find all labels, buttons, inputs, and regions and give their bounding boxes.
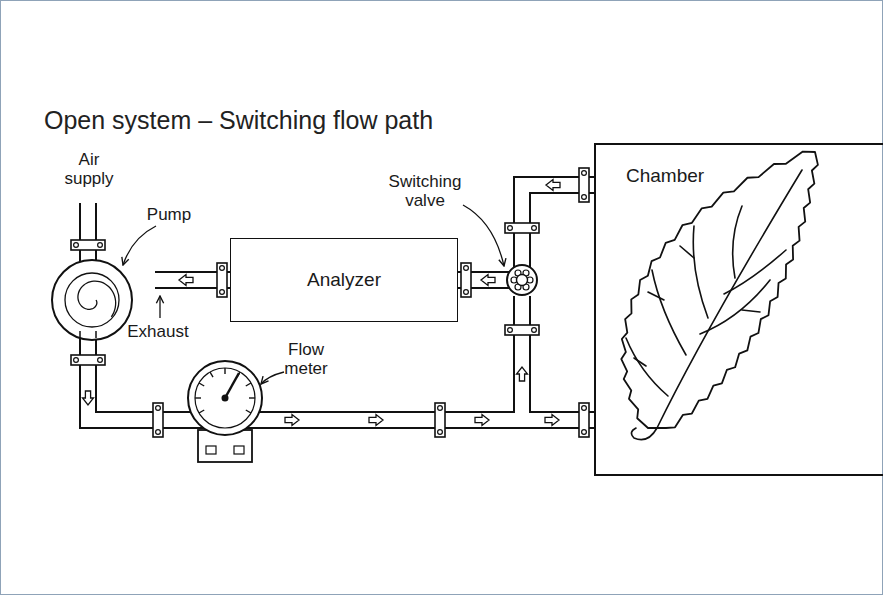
meter-tick xyxy=(249,397,255,398)
pipe-connector xyxy=(458,185,594,286)
node-label: Chamber xyxy=(626,165,883,187)
pipe-outline xyxy=(88,203,594,420)
leaf-vein xyxy=(626,338,668,396)
chamber-box: Chamber xyxy=(594,143,883,476)
flange xyxy=(505,223,539,233)
meter-tick xyxy=(246,410,251,413)
part-label: Pump xyxy=(147,205,191,224)
pump-rotor xyxy=(65,273,119,327)
meter-tick xyxy=(199,410,204,413)
leaf xyxy=(621,152,818,440)
flow-arrow xyxy=(369,415,383,426)
branch-pipe xyxy=(515,294,529,420)
flange xyxy=(461,263,471,297)
flanges xyxy=(71,168,589,437)
meter-tick xyxy=(210,372,213,377)
part-label: Flow meter xyxy=(284,340,327,378)
meter-needle xyxy=(225,373,239,398)
meter-tick xyxy=(246,383,251,386)
meter-ticks xyxy=(195,368,255,413)
meter-port xyxy=(206,446,216,454)
leaf-vein xyxy=(742,310,760,312)
analyzer-box: Analyzer xyxy=(230,238,458,322)
air-pipe xyxy=(81,201,95,262)
title: Open system – Switching flow path xyxy=(44,106,433,135)
leaf-vein xyxy=(693,226,708,318)
leaf-vein xyxy=(634,358,646,366)
meter-face xyxy=(195,368,255,428)
leaf-vein xyxy=(657,170,802,428)
flow-arrow xyxy=(475,415,489,426)
leaf-outline xyxy=(621,152,818,428)
leader-line xyxy=(463,205,504,266)
meter-tick xyxy=(199,383,204,386)
leaf-vein xyxy=(631,428,657,440)
part-label: Switching valve xyxy=(389,172,462,210)
flange xyxy=(217,263,227,297)
flange xyxy=(435,403,445,437)
flow-arrow xyxy=(179,275,193,286)
leader-line xyxy=(123,226,156,265)
leaf-vein xyxy=(733,206,742,278)
pump-casing xyxy=(52,260,132,340)
valve-body xyxy=(507,265,537,295)
flange xyxy=(579,403,589,437)
flow-arrow xyxy=(83,391,94,405)
flange xyxy=(505,325,539,335)
flange xyxy=(71,355,105,365)
leaf-vein xyxy=(648,292,664,300)
flow-arrow xyxy=(545,415,559,426)
pump-swirl xyxy=(78,281,116,317)
pump xyxy=(52,260,132,340)
leaf-vein xyxy=(724,250,786,294)
meter-tick xyxy=(195,397,201,398)
meter-dial xyxy=(188,361,262,435)
leader-line xyxy=(159,296,160,318)
meter-port xyxy=(234,446,244,454)
leader-lines xyxy=(123,205,504,384)
part-label: Exhaust xyxy=(127,322,188,341)
part-label: Air supply xyxy=(64,150,113,188)
pump-outlet xyxy=(80,331,96,338)
flow-meter xyxy=(188,361,262,462)
valve xyxy=(507,265,537,295)
leaf-vein xyxy=(652,270,686,355)
flange xyxy=(71,240,105,250)
arrowhead xyxy=(481,275,495,286)
leader-line xyxy=(261,372,284,384)
valve-hub xyxy=(517,275,528,286)
flow-arrow xyxy=(285,415,299,426)
pipe-inner xyxy=(88,201,596,420)
node-label: Analyzer xyxy=(307,269,381,291)
flange xyxy=(579,168,589,202)
flange xyxy=(153,403,163,437)
flow-arrow xyxy=(546,180,560,191)
flow-arrow xyxy=(517,367,528,381)
flow-arrows xyxy=(83,180,561,426)
meter-tick xyxy=(224,368,225,374)
meter-hub xyxy=(222,395,229,402)
leaf-vein xyxy=(680,246,694,258)
